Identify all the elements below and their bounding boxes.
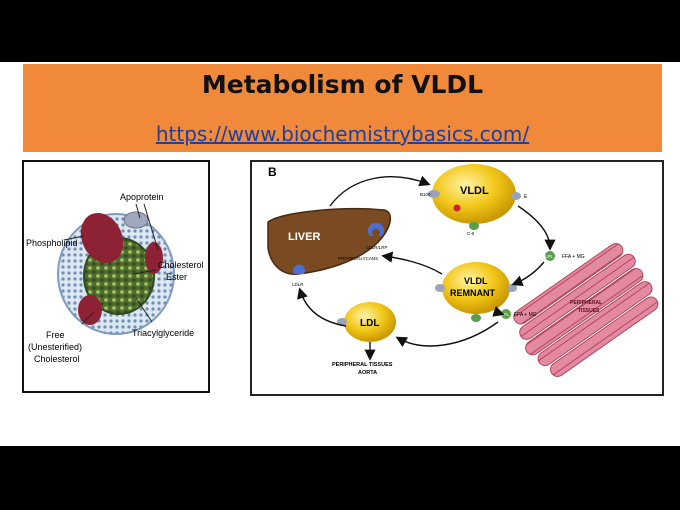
arrow-liver-to-vldl (329, 175, 431, 207)
apo-cii-label: C-II (467, 231, 474, 236)
apo-e-remnant (507, 284, 517, 292)
label-cholesterol-ester-2: Ester (166, 272, 187, 282)
lpl-label-2: LPL (501, 312, 510, 317)
vldl-pathway-diagram: B LIVER LDLR/LRP PROTEOGLYCANS LDLR VLDL… (267, 164, 659, 377)
receptor-icon-liver (368, 222, 384, 236)
liver-shape (267, 208, 392, 275)
panel-letter-b: B (268, 165, 277, 179)
apo-e-label: E (524, 194, 528, 200)
vldl-label: VLDL (460, 185, 489, 197)
arrow-lpl-to-remnant (511, 261, 545, 287)
apo-cii-vldl (469, 222, 479, 230)
ldl-label: LDL (360, 318, 379, 329)
website-link[interactable]: https://www.biochemistrybasics.com/ (155, 122, 530, 146)
receptor-label-2: PROTEOGLYCANS (338, 256, 378, 261)
arrow-remnant-to-liver (381, 251, 443, 275)
lpl-marker-1 (545, 251, 555, 261)
ldlr-label: LDLR (292, 282, 304, 287)
vldl-remnant-label-2: REMNANT (450, 288, 495, 298)
ffa-mg-label-1: FFA + MG (562, 254, 585, 260)
lipoprotein-structure-diagram: Apoprotein Phospholipid Cholesterol Este… (26, 192, 204, 364)
muscle-fibers (513, 242, 659, 377)
vldl-marker-dot (453, 204, 461, 212)
vldl-particle (432, 164, 516, 224)
ffa-mg-label-2: FFA + MG (514, 312, 537, 318)
label-free-cholesterol-2: (Unesterified) (28, 342, 82, 352)
label-apoprotein: Apoprotein (120, 192, 164, 202)
peripheral-muscle-label-2: TISSUES (578, 308, 600, 314)
slide-title: Metabolism of VLDL (201, 70, 484, 99)
liver-label: LIVER (288, 231, 320, 243)
arrow-remnant-to-lpl2 (492, 306, 505, 317)
apo-e-vldl (511, 192, 521, 200)
peripheral-bottom-label-1: PERIPHERAL TISSUES (332, 362, 393, 368)
vldl-remnant-particle (442, 262, 510, 314)
apoprotein-large (80, 212, 124, 264)
apoprotein-top (123, 211, 149, 229)
arrow-lpl2-to-ldl (395, 321, 499, 348)
label-phospholipid: Phospholipid (26, 238, 78, 248)
ldl-particle (344, 302, 396, 342)
slide: Metabolism of VLDL https://www.biochemis… (0, 62, 680, 446)
label-free-cholesterol-1: Free (46, 330, 65, 340)
title-banner: Metabolism of VLDL https://www.biochemis… (23, 64, 662, 152)
lpl-label-1: LPL (545, 254, 554, 259)
apo-b100-label: B100 (420, 192, 431, 197)
receptor-label-1: LDLR/LRP (366, 245, 388, 250)
peripheral-muscle-label-1: PERIPHERAL (570, 300, 602, 306)
apoprotein-right (145, 242, 163, 274)
arrow-ldl-to-liver (297, 287, 347, 327)
vldl-pathway-panel: B LIVER LDLR/LRP PROTEOGLYCANS LDLR VLDL… (250, 160, 664, 396)
apo-b100-vldl (428, 190, 440, 198)
label-triacylglyceride: Triacylglyceride (132, 328, 194, 338)
ldlr-icon (293, 264, 305, 274)
lipoprotein-structure-panel: Apoprotein Phospholipid Cholesterol Este… (22, 160, 210, 393)
arrow-vldl-to-lpl (517, 205, 556, 251)
apoprotein-bottom (78, 295, 102, 325)
label-cholesterol-ester-1: Cholesterol (158, 260, 204, 270)
apo-cii-remnant (471, 314, 481, 322)
label-free-cholesterol-3: Cholesterol (34, 354, 80, 364)
vldl-remnant-label-1: VLDL (464, 276, 488, 286)
peripheral-bottom-label-2: AORTA (358, 370, 377, 376)
apo-b100-remnant (435, 284, 445, 292)
